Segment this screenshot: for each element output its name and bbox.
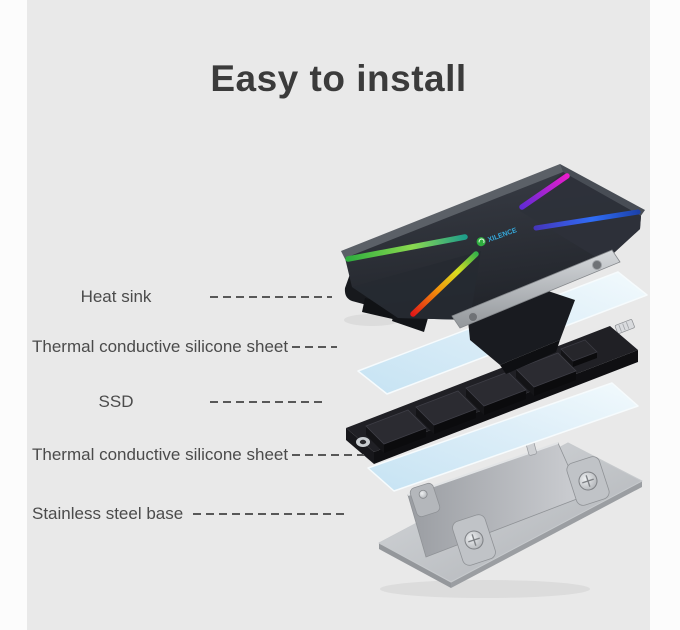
callout-silicone-sheet-upper: Thermal conductive silicone sheet (32, 336, 337, 358)
ssd-illustration (346, 301, 638, 464)
ssd-connector-tab (614, 319, 635, 334)
callout-label: Stainless steel base (32, 504, 184, 523)
base-plate-edge (451, 481, 642, 588)
dash-connector (210, 296, 332, 298)
clip-screw (468, 312, 478, 322)
callout-heat-sink: Heat sink (32, 286, 332, 308)
clip-screw (592, 260, 602, 270)
left-margin (0, 0, 27, 630)
heatsink-bottom-fin-shade (500, 340, 560, 374)
ssd-nand-chip (465, 371, 527, 415)
callout-ssd: SSD (32, 391, 322, 413)
steel-base-illustration (378, 436, 643, 598)
base-shadow (380, 580, 590, 598)
heatsink-facet (352, 251, 481, 320)
ssd-mount-notch-hole (359, 439, 367, 445)
base-screw-right (566, 456, 610, 506)
page-title: Easy to install (210, 58, 467, 99)
rgb-strip-right-lower (533, 209, 641, 231)
dash-connector (292, 346, 337, 348)
right-margin (650, 0, 680, 630)
heatsink-facet (520, 172, 641, 262)
heatsink-left-step (362, 298, 400, 320)
silicone-sheet-lower (367, 382, 639, 492)
heatsink-bottom-fin (468, 290, 575, 365)
rgb-strip-left-lower (410, 251, 479, 317)
callout-silicone-sheet-lower: Thermal conductive silicone sheet (32, 444, 364, 466)
ssd-nand-chip (365, 409, 427, 453)
heatsink-back-bevel (341, 164, 567, 259)
heatsink-illustration: XILENCE (341, 164, 645, 374)
callout-label: Thermal conductive silicone sheet (32, 445, 289, 464)
rgb-strip-left-upper (345, 234, 468, 262)
callout-label: Heat sink (80, 287, 152, 306)
ssd-nand-chip (415, 390, 477, 434)
dash-connector (210, 401, 322, 403)
heatsink-clip (451, 249, 621, 329)
heatsink-back-bevel (560, 164, 645, 217)
callout-label: SSD (98, 392, 134, 411)
callout-label: Thermal conductive silicone sheet (32, 337, 289, 356)
base-bracket (409, 482, 441, 518)
base-plate-edge (379, 543, 451, 588)
dash-connector (292, 454, 364, 456)
base-screw-left (452, 514, 496, 566)
dash-connector (193, 513, 344, 515)
rgb-strip-right-upper (519, 173, 570, 210)
callout-stainless-steel-base: Stainless steel base (32, 503, 344, 525)
ssd-controller-chip (560, 339, 598, 367)
ssd-nand-chip (515, 352, 577, 396)
